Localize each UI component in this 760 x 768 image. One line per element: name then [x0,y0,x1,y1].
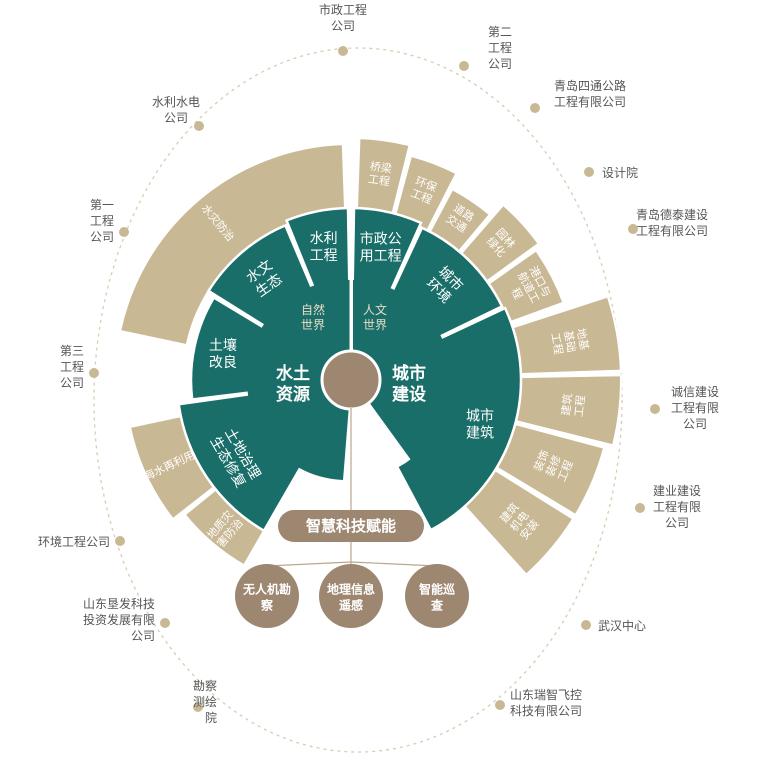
ring-dot [635,503,645,513]
ring-company-label: 诚信建设工程有限公司 [671,385,719,431]
tech-circle-gis [319,564,383,628]
core-right-sub: 人文世界 [363,302,387,332]
ring-company-layer: 市政工程公司第二工程公司青岛四通公路工程有限公司设计院青岛德泰建设工程有限公司诚… [38,2,719,725]
ring-company-label: 山东瑞智飞控科技有限公司 [510,687,582,718]
outer-sector-label: 地基基础工程 [548,327,590,355]
outer-sector-label: 桥梁工程 [367,159,393,189]
tech-label: 地理信息遥感 [327,582,375,613]
ring-dot [160,618,170,628]
ring-company-label: 山东垦发科技投资发展有限公司 [83,596,155,643]
ring-company-label: 第一工程公司 [90,198,114,244]
ring-dot [530,103,540,113]
ring-dot [119,227,129,237]
ring-company-label: 第三工程公司 [60,344,84,390]
tech-circle-uav [235,564,299,628]
teal-sector-label: 城市建筑 [466,408,494,442]
tech-branch-line [350,561,438,567]
ring-company-label: 青岛德泰建设工程有限公司 [636,207,708,238]
core-center-dot [320,349,382,411]
teal-sector-label: 市政公用工程 [360,231,402,265]
ring-dot [581,620,591,630]
ring-dot [459,61,469,71]
teal-sector-label: 水利工程 [310,231,338,264]
tech-label: 智能巡查 [418,582,455,613]
ring-dot [338,46,348,56]
enable-pill [278,510,424,542]
ring-dot [193,702,203,712]
ring-company-label: 市政工程公司 [319,2,367,33]
core-right-half [353,280,452,460]
outer-sector-label: 港口与航道工程 [503,264,553,311]
ring-company-label: 第二工程公司 [488,25,512,71]
ring-dot [650,404,660,414]
ring-dot [194,121,204,131]
ring-dot [115,536,125,546]
enable-label: 智慧科技赋能 [306,517,396,535]
ring-dot [89,368,99,378]
ring-company-label: 建业建设工程有限公司 [653,484,701,530]
outer-sector-label: 建筑机电安装 [497,500,542,543]
ring-dot [628,224,638,234]
ring-dot [584,167,594,177]
ring-company-label: 设计院 [602,166,638,180]
ring-company-label: 勘察测绘院 [193,679,217,725]
ring-company-label: 水利水电公司 [152,95,200,125]
core-left-half [246,279,351,480]
outer-sector-label: 建筑工程 [558,393,587,418]
ring-company-label: 环境工程公司 [38,534,110,549]
ring-company-label: 武汉中心 [598,618,646,633]
ring-company-label: 青岛四通公路工程有限公司 [554,78,626,109]
outer-dashed-ring [93,47,623,753]
ring-dot [495,700,505,710]
teal-sector-label: 土壤改良 [209,337,237,371]
tech-branch-line [266,561,352,567]
tech-circle-smart [405,564,469,628]
core-left-sub: 自然世界 [301,302,325,332]
core-left-label: 水土资源 [276,363,310,405]
tech-label: 无人机勘察 [242,582,291,613]
core-right-label: 城市建设 [392,363,426,405]
